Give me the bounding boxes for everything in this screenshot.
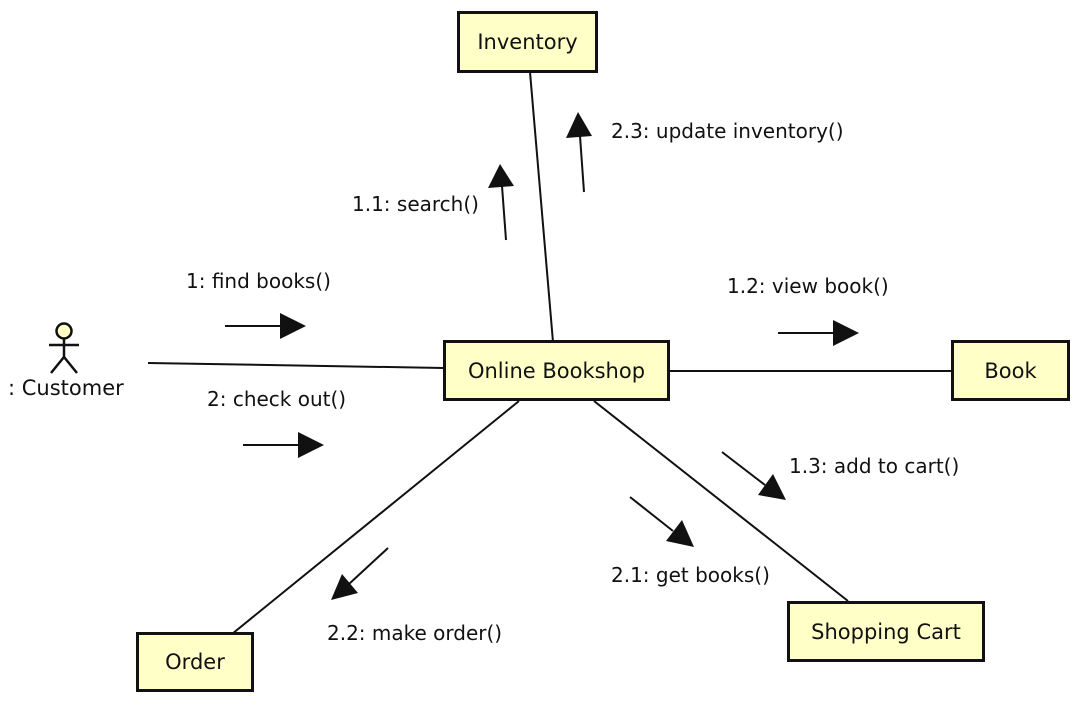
node-inventory[interactable]: Inventory xyxy=(457,11,598,73)
node-shopping-cart[interactable]: Shopping Cart xyxy=(787,601,985,662)
message-view-book: 1.2: view book() xyxy=(727,274,889,298)
arrow-search xyxy=(488,164,514,241)
link-bookshop-cart xyxy=(593,400,849,602)
customer-actor-icon xyxy=(49,322,79,374)
arrow-get-books xyxy=(629,496,694,547)
arrow-find-books xyxy=(225,313,306,339)
link-customer-bookshop xyxy=(147,362,445,369)
message-check-out: 2: check out() xyxy=(207,387,347,411)
arrow-make-order xyxy=(331,547,389,600)
message-add-to-cart: 1.3: add to cart() xyxy=(789,454,960,478)
arrow-add-to-cart xyxy=(721,451,786,500)
arrow-check-out xyxy=(243,432,324,458)
node-online-bookshop[interactable]: Online Bookshop xyxy=(443,340,670,401)
arrow-view-book xyxy=(778,320,859,346)
message-update-inventory: 2.3: update inventory() xyxy=(611,119,844,143)
node-book[interactable]: Book xyxy=(951,340,1070,401)
message-find-books: 1: find books() xyxy=(186,269,331,293)
link-bookshop-order xyxy=(231,400,520,635)
node-order[interactable]: Order xyxy=(136,632,254,692)
message-get-books: 2.1: get books() xyxy=(611,563,770,587)
message-make-order: 2.2: make order() xyxy=(327,621,503,645)
message-search: 1.1: search() xyxy=(352,192,479,216)
customer-actor-label: : Customer xyxy=(8,376,124,400)
link-bookshop-inventory xyxy=(529,71,554,343)
arrow-update-inventory xyxy=(566,112,592,193)
